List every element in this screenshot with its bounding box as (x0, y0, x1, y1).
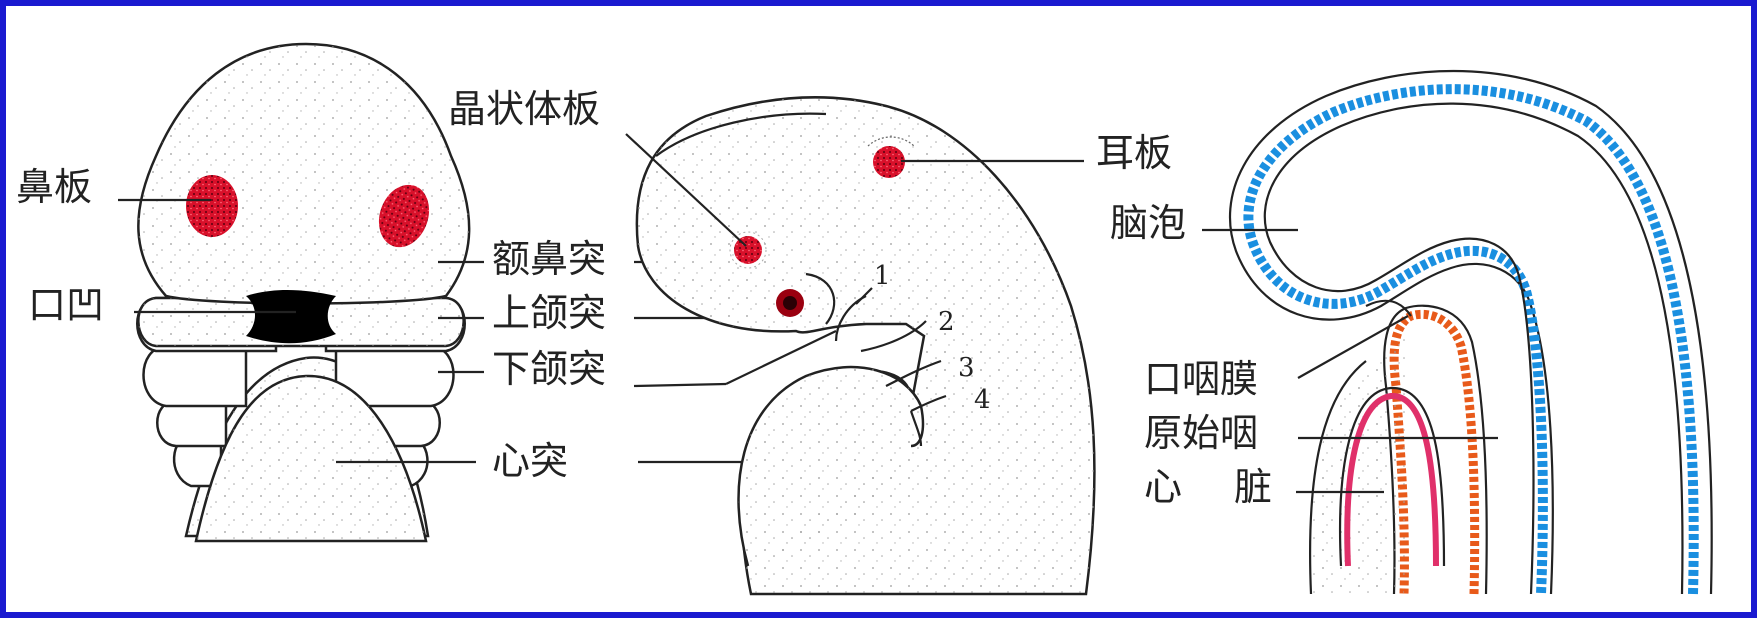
lens-placode (734, 236, 762, 264)
sagittal-section (1228, 69, 1713, 595)
arch-number-1: 1 (874, 261, 891, 291)
arch-number-2: 2 (938, 307, 955, 337)
label-nasal-placode: 鼻板 (16, 165, 92, 209)
label-primitive-pharynx: 原始咽 (1144, 411, 1258, 455)
label-heart-left: 心 (1144, 465, 1182, 509)
label-otic-placode: 耳板 (1096, 131, 1172, 175)
arch-number-4: 4 (974, 385, 991, 415)
embryo-diagram: 鼻板 口凹 额鼻突 上颌突 下颌突 心突 (16, 42, 1713, 596)
label-cardiac-prominence: 心突 (492, 439, 568, 483)
heart-tube-pink (1344, 392, 1439, 567)
label-heart-right: 脏 (1234, 465, 1272, 509)
label-frontonasal-prominence: 额鼻突 (492, 237, 606, 281)
nasal-placode-left (186, 175, 238, 237)
otic-placode (873, 146, 905, 178)
label-mandibular-prominence: 下颌突 (492, 347, 606, 391)
frontal-view-embryo (136, 42, 471, 543)
label-maxillary-prominence: 上颌突 (492, 291, 606, 335)
nasal-placode-right (378, 184, 430, 248)
arch-number-3: 3 (958, 353, 975, 383)
label-oropharyngeal-membrane: 口咽膜 (1144, 357, 1258, 401)
neural-ectoderm-blue (1243, 84, 1699, 595)
figure-canvas: 鼻板 口凹 额鼻突 上颌突 下颌突 心突 (6, 6, 1751, 612)
stomodeum-shape (246, 290, 336, 344)
label-brain-vesicle: 脑泡 (1110, 201, 1186, 245)
label-lens-placode: 晶状体板 (448, 87, 600, 131)
lateral-view-embryo (635, 96, 1096, 596)
label-stomodeum: 口凹 (28, 283, 104, 327)
